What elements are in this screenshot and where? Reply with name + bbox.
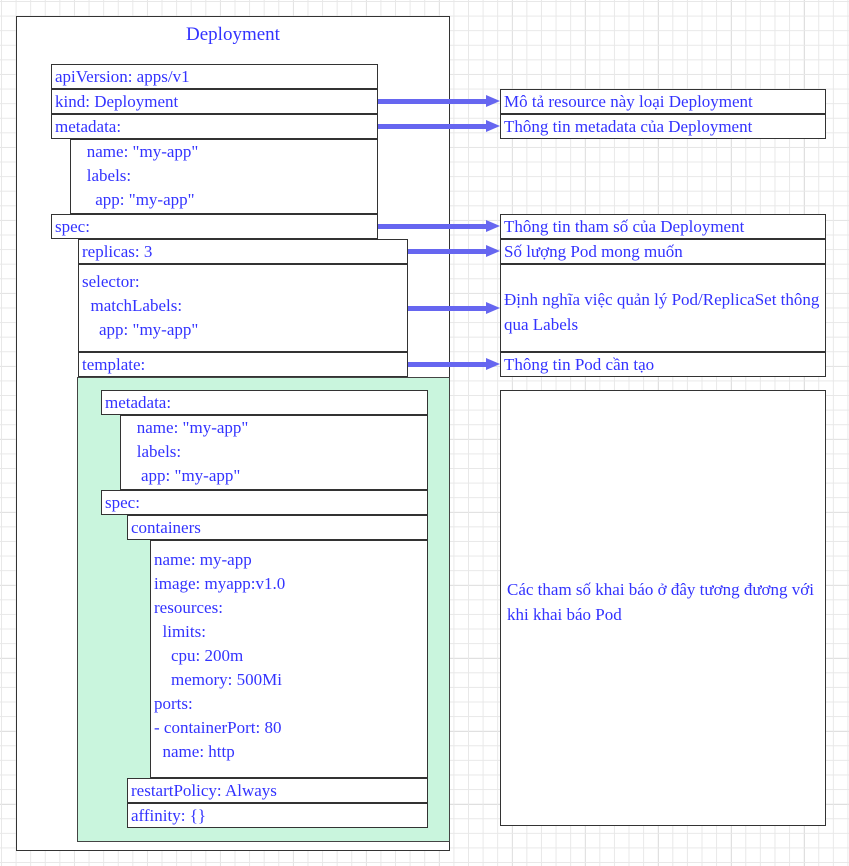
- yaml-row-kind: kind: Deployment: [51, 89, 378, 114]
- yaml-row-spec: spec:: [51, 214, 378, 239]
- note-pod-equivalence: Các tham số khai báo ở đây tương đương v…: [500, 390, 826, 826]
- yaml-block-metadata-body: name: "my-app" labels: app: "my-app": [70, 139, 378, 214]
- note-metadata: Thông tin metadata của Deployment: [500, 114, 826, 139]
- arrow-spec: [378, 220, 500, 232]
- yaml-row-restart-policy: restartPolicy: Always: [127, 778, 428, 803]
- yaml-block-selector: selector: matchLabels: app: "my-app": [78, 264, 408, 352]
- yaml-row-pod-metadata: metadata:: [101, 390, 428, 415]
- arrow-template: [408, 358, 500, 370]
- arrow-metadata: [378, 120, 500, 132]
- page-title: Deployment: [186, 24, 280, 45]
- yaml-row-apiversion: apiVersion: apps/v1: [51, 64, 378, 89]
- yaml-row-replicas: replicas: 3: [78, 239, 408, 264]
- note-spec: Thông tin tham số của Deployment: [500, 214, 826, 239]
- yaml-row-pod-spec: spec:: [101, 490, 428, 515]
- yaml-row-metadata: metadata:: [51, 114, 378, 139]
- arrow-selector: [408, 302, 500, 314]
- yaml-row-template: template:: [78, 352, 408, 377]
- yaml-block-pod-metadata-body: name: "my-app" labels: app: "my-app": [120, 415, 428, 490]
- note-template: Thông tin Pod cần tạo: [500, 352, 826, 377]
- arrow-replicas: [408, 245, 500, 257]
- note-selector: Định nghĩa việc quản lý Pod/ReplicaSet t…: [500, 264, 826, 352]
- yaml-block-container-body: name: my-app image: myapp:v1.0 resources…: [150, 540, 428, 778]
- note-replicas: Số lượng Pod mong muốn: [500, 239, 826, 264]
- note-kind: Mô tả resource này loại Deployment: [500, 89, 826, 114]
- note-pod-equivalence-text: Các tham số khai báo ở đây tương đương v…: [507, 580, 814, 624]
- yaml-row-affinity: affinity: {}: [127, 803, 428, 828]
- yaml-row-containers: containers: [127, 515, 428, 540]
- arrow-kind: [378, 95, 500, 107]
